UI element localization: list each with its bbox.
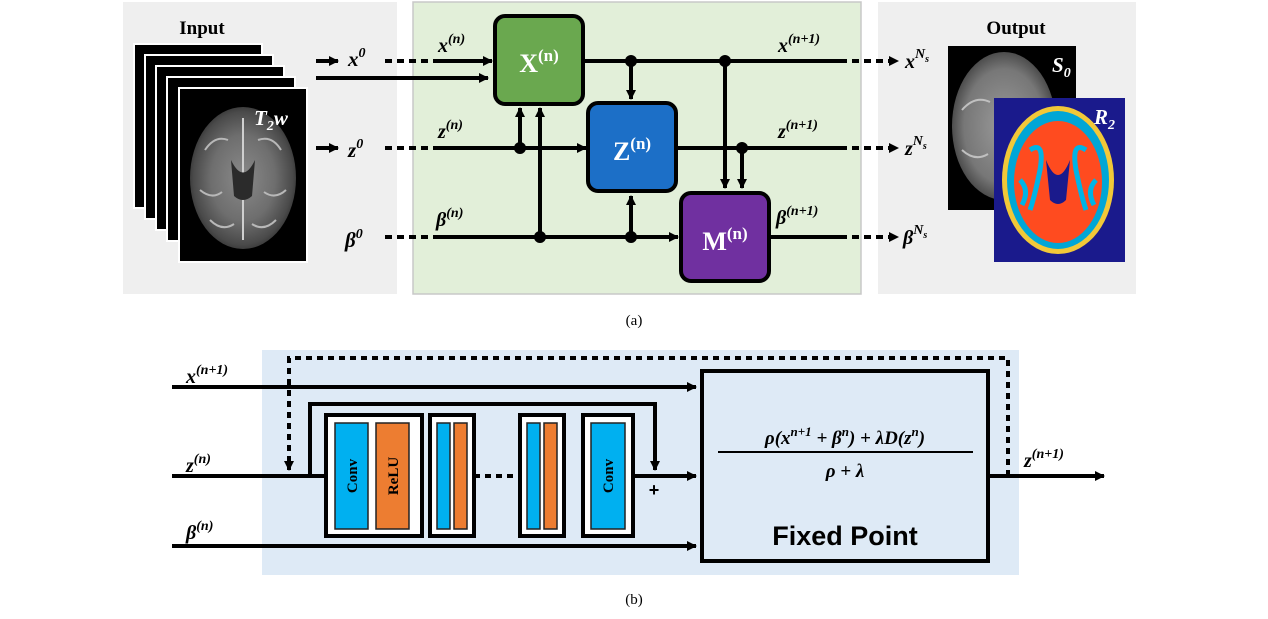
s0-label: S0 bbox=[1052, 53, 1071, 81]
output-title: Output bbox=[986, 18, 1046, 39]
input-z0-label: z0 bbox=[347, 137, 363, 162]
conv-label: Conv bbox=[345, 458, 361, 493]
cnn-block-3 bbox=[518, 413, 566, 538]
fixed-point-title: Fixed Point bbox=[772, 521, 918, 551]
b-output-z-label: z(n+1) bbox=[1023, 447, 1064, 472]
iter-beta-input-label: β(n) bbox=[435, 206, 463, 231]
t2w-label: T2w bbox=[254, 106, 289, 134]
m-block-label: M(n) bbox=[702, 224, 747, 256]
input-image-stack bbox=[133, 43, 308, 263]
formula-numerator: ρ(xn+1 + βn) + λD(zn) bbox=[764, 424, 925, 449]
b-input-z-label: z(n) bbox=[185, 452, 211, 477]
relu-label: ReLU bbox=[386, 457, 402, 495]
fixed-point-box bbox=[700, 369, 990, 563]
final-beta-label: βNs bbox=[902, 223, 927, 249]
cnn-block-2 bbox=[428, 413, 476, 538]
z-block-label: Z(n) bbox=[613, 134, 651, 166]
iter-x-output-label: x(n+1) bbox=[777, 32, 820, 57]
iter-z-output-label: z(n+1) bbox=[777, 118, 818, 143]
iter-z-input-label: z(n) bbox=[437, 118, 463, 143]
final-z-label: zNs bbox=[904, 134, 927, 160]
m-update-block bbox=[679, 191, 771, 283]
output-r2-image bbox=[994, 98, 1125, 262]
x-block-label: X(n) bbox=[519, 46, 559, 78]
z-update-block bbox=[586, 101, 678, 193]
plus-sign: + bbox=[649, 480, 660, 500]
input-x0-label: x0 bbox=[347, 46, 366, 71]
caption-b: (b) bbox=[625, 592, 643, 608]
b-input-x-label: x(n+1) bbox=[185, 363, 228, 388]
formula-denominator: ρ + λ bbox=[825, 461, 865, 482]
iter-beta-output-label: β(n+1) bbox=[775, 204, 818, 229]
cnn-block-final-conv bbox=[581, 413, 635, 538]
cnn-block-1 bbox=[324, 413, 424, 538]
r2-label: R2 bbox=[1093, 105, 1115, 133]
caption-a: (a) bbox=[626, 313, 643, 329]
final-x-label: xNs bbox=[904, 47, 929, 73]
x-update-block bbox=[493, 14, 585, 106]
input-title: Input bbox=[179, 18, 225, 39]
input-beta0-label: β0 bbox=[344, 227, 363, 252]
conv-end-label: Conv bbox=[601, 458, 617, 493]
b-input-beta-label: β(n) bbox=[185, 519, 213, 544]
iter-x-input-label: x(n) bbox=[437, 32, 465, 57]
